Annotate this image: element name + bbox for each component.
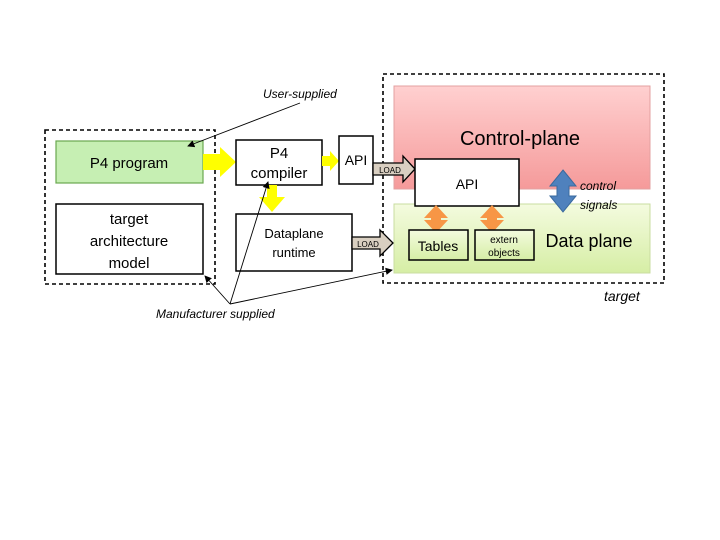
data-plane-label: Data plane (545, 231, 632, 251)
orange-arrow-api-extern (480, 205, 504, 233)
user-side-dashed-group (44, 129, 216, 285)
api-small-box (338, 135, 374, 185)
tables-label: Tables (418, 238, 458, 254)
orange-arrow-api-tables (424, 205, 448, 233)
dataplane-runtime-line1: Dataplane (264, 226, 323, 241)
extern-line2: objects (488, 248, 520, 259)
tables-box (408, 229, 469, 261)
load-top-label: LOAD (379, 166, 401, 175)
p4-compiler-line2: compiler (251, 165, 308, 182)
target-architecture-model-box (55, 203, 204, 275)
load-bottom-label: LOAD (357, 240, 379, 249)
extern-line1: extern (490, 235, 518, 246)
target-arch-line3: model (109, 255, 150, 272)
control-signals-line1: control (580, 179, 616, 193)
dataplane-runtime-box (235, 213, 353, 272)
manufacturer-pointer-arch (204, 275, 231, 305)
target-arch-line1: target (110, 211, 149, 228)
target-dashed-group (382, 73, 665, 284)
dataplane-runtime-line2: runtime (272, 245, 315, 260)
control-plane-label: Control-plane (460, 128, 580, 150)
api-small-label: API (345, 152, 368, 168)
api-inner-label: API (456, 176, 479, 192)
blue-control-signals-arrow (548, 169, 578, 213)
p4-program-box (55, 140, 204, 184)
load-arrow-top (372, 154, 416, 184)
user-supplied-pointer (187, 102, 301, 148)
p4-compiler-box (235, 139, 323, 186)
user-supplied-label: User-supplied (263, 87, 337, 101)
manufacturer-supplied-label: Manufacturer supplied (156, 307, 275, 321)
yellow-arrow-compiler-to-api (322, 151, 339, 171)
load-arrow-bottom (351, 228, 394, 258)
yellow-arrow-program-to-compiler (203, 147, 236, 177)
manufacturer-pointer-target (229, 267, 393, 305)
api-inner-box (414, 158, 520, 207)
target-arch-line2: architecture (90, 233, 168, 250)
p4-compiler-line1: P4 (270, 145, 288, 162)
yellow-arrow-compiler-to-runtime (259, 185, 285, 212)
extern-objects-box (474, 229, 535, 261)
p4-program-label: P4 program (90, 155, 168, 172)
manufacturer-pointer-compiler (229, 181, 270, 305)
target-label: target (604, 288, 641, 304)
control-signals-line2: signals (580, 198, 617, 212)
